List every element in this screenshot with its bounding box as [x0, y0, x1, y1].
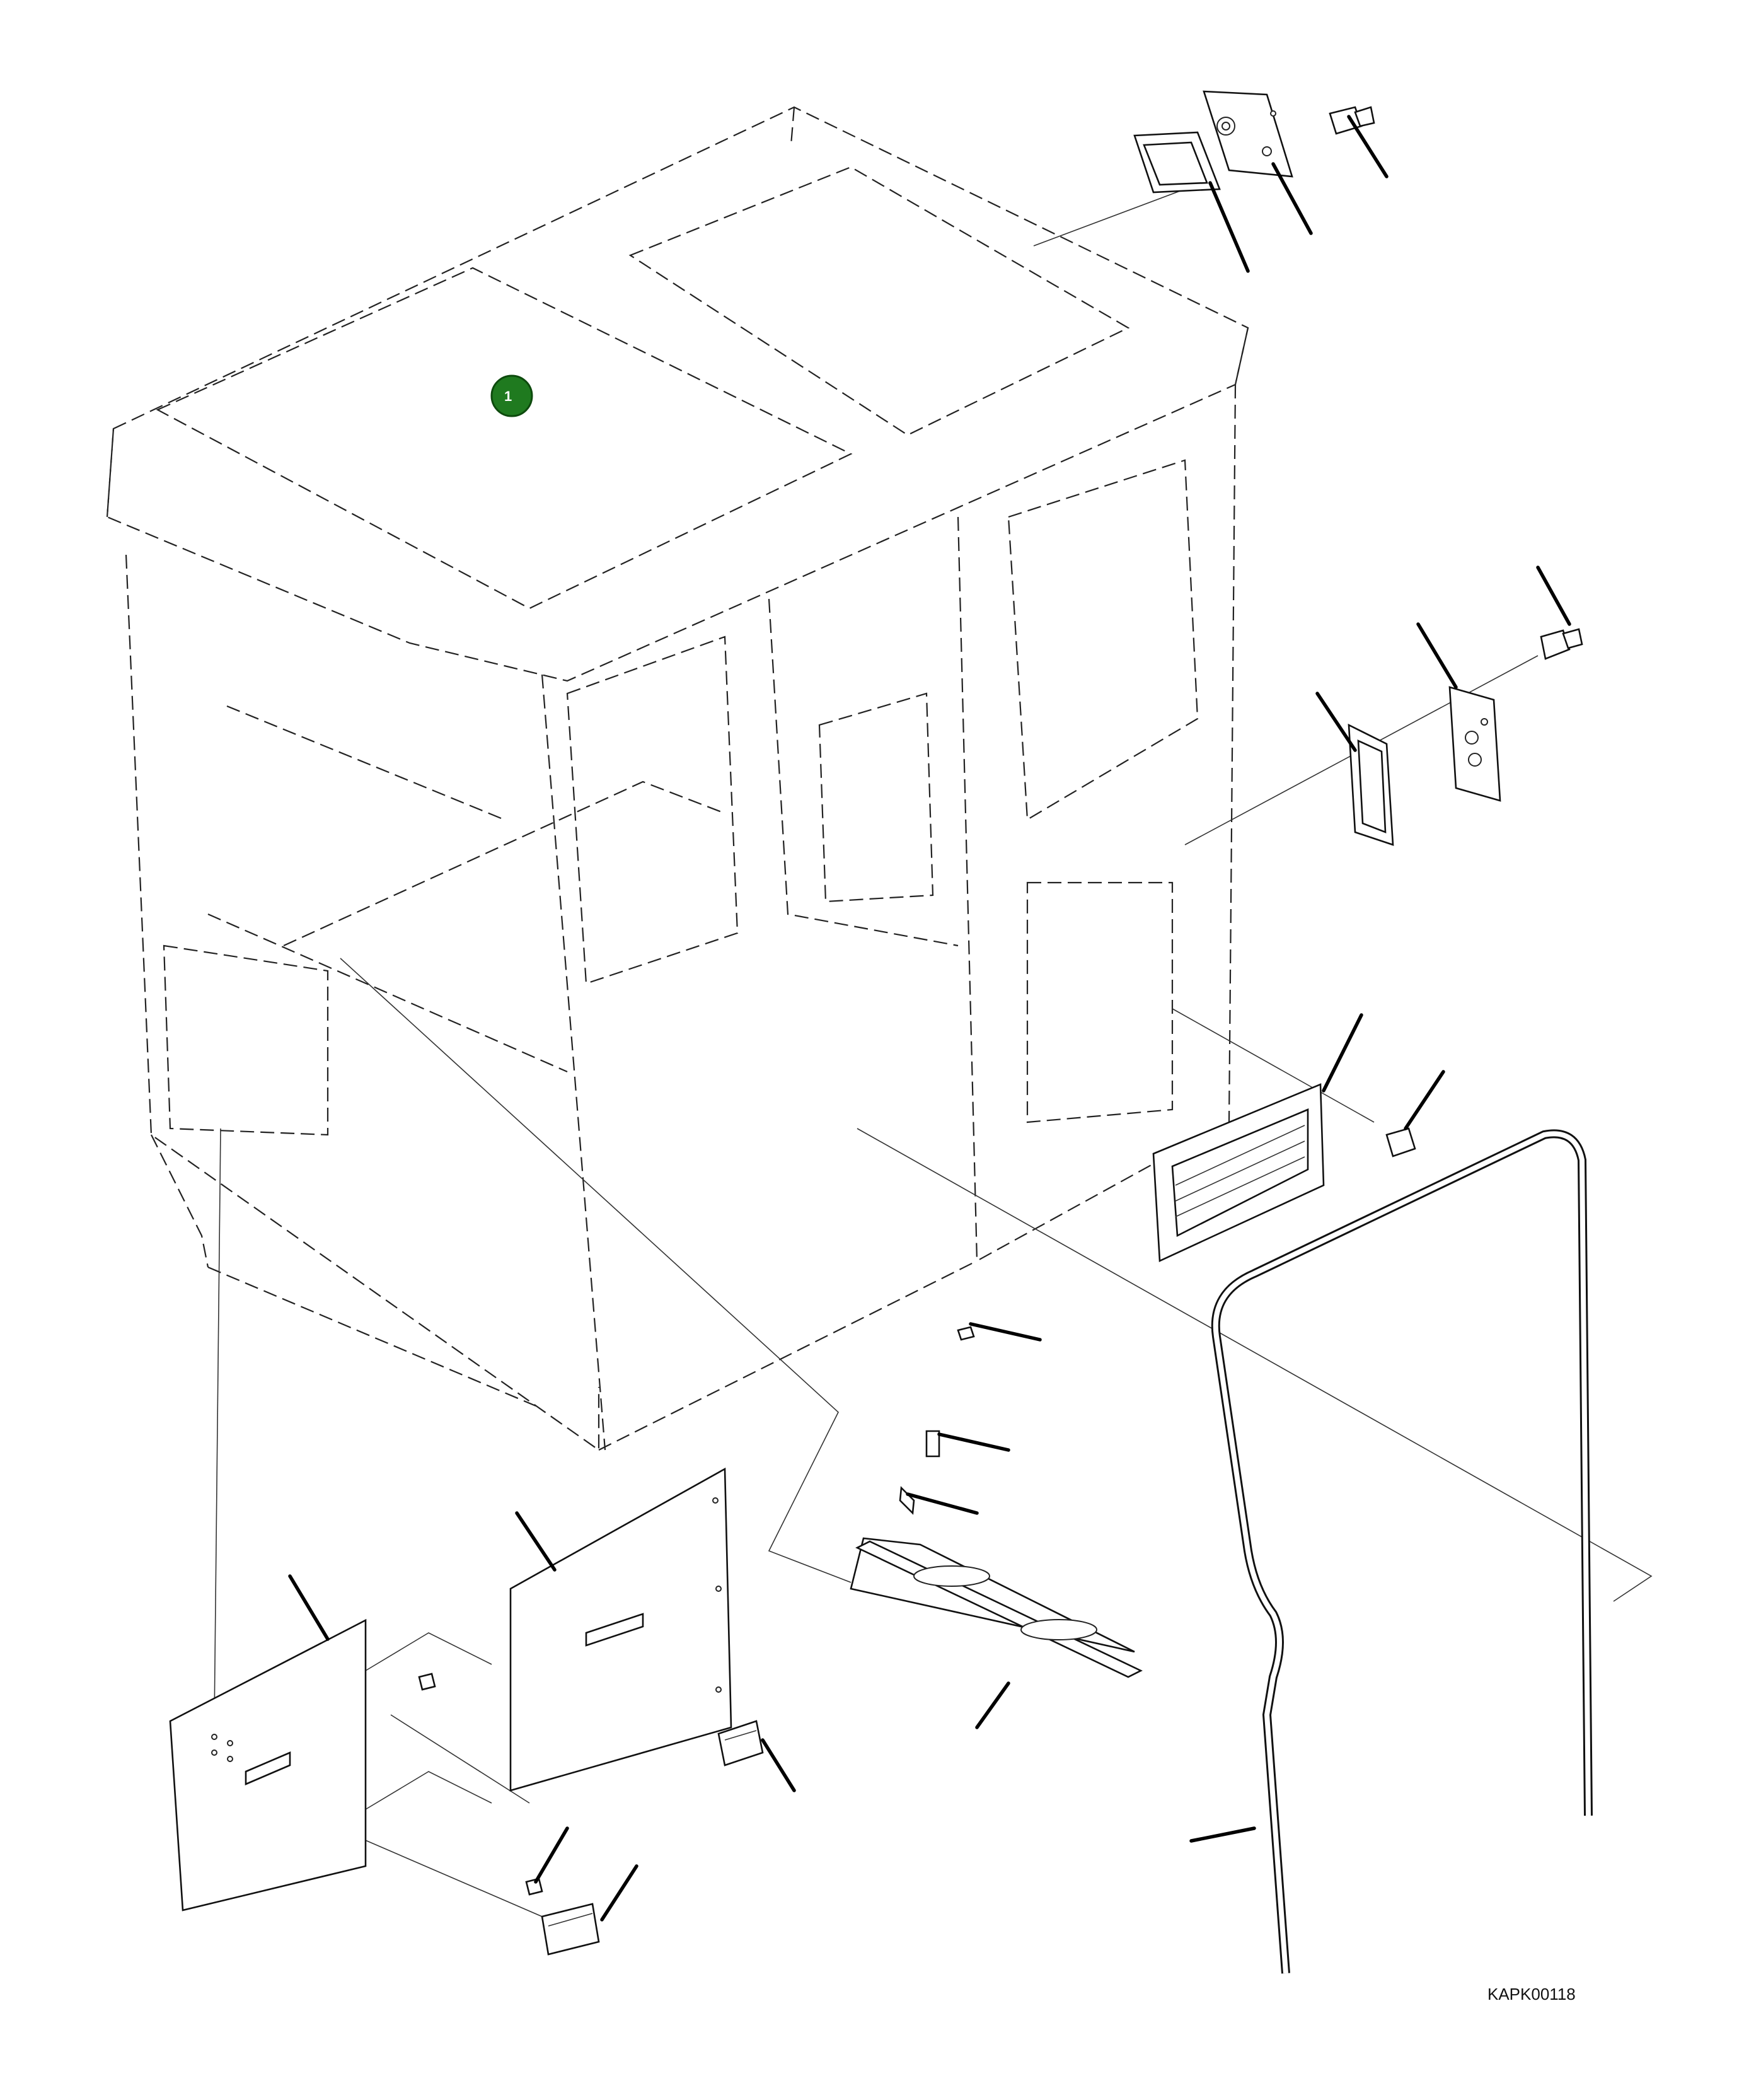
- grille-bolt: [1385, 1127, 1416, 1157]
- side-bolt: [1540, 628, 1583, 660]
- floor-cover-plate: [850, 1537, 1143, 1678]
- callout-1[interactable]: 1: [490, 374, 533, 417]
- side-cover-plate: [1448, 686, 1501, 802]
- panel-screw-upper: [418, 1673, 436, 1691]
- top-gasket: [1133, 131, 1221, 194]
- rear-panel: [509, 1467, 732, 1792]
- top-cover-plate: [1203, 90, 1293, 178]
- side-gasket: [1348, 723, 1394, 846]
- leader-lines: [288, 115, 1571, 1922]
- floor-pin: [899, 1430, 940, 1515]
- drawing-code: KAPK00118: [1487, 1985, 1576, 2004]
- louver-grille: [1152, 1083, 1325, 1262]
- assembly-lines: [214, 189, 1653, 1917]
- callout-1-label: 1: [504, 388, 512, 404]
- floor-clip: [957, 1326, 975, 1341]
- side-panel: [169, 1618, 367, 1911]
- rear-handle: [717, 1720, 764, 1766]
- cab-frame: [125, 384, 1237, 1452]
- side-handle: [541, 1903, 600, 1956]
- cab-roof: [106, 106, 1249, 682]
- door-seal: [1211, 1129, 1593, 1974]
- panel-screw-lower: [525, 1877, 543, 1896]
- callout-1-marker[interactable]: [490, 374, 533, 417]
